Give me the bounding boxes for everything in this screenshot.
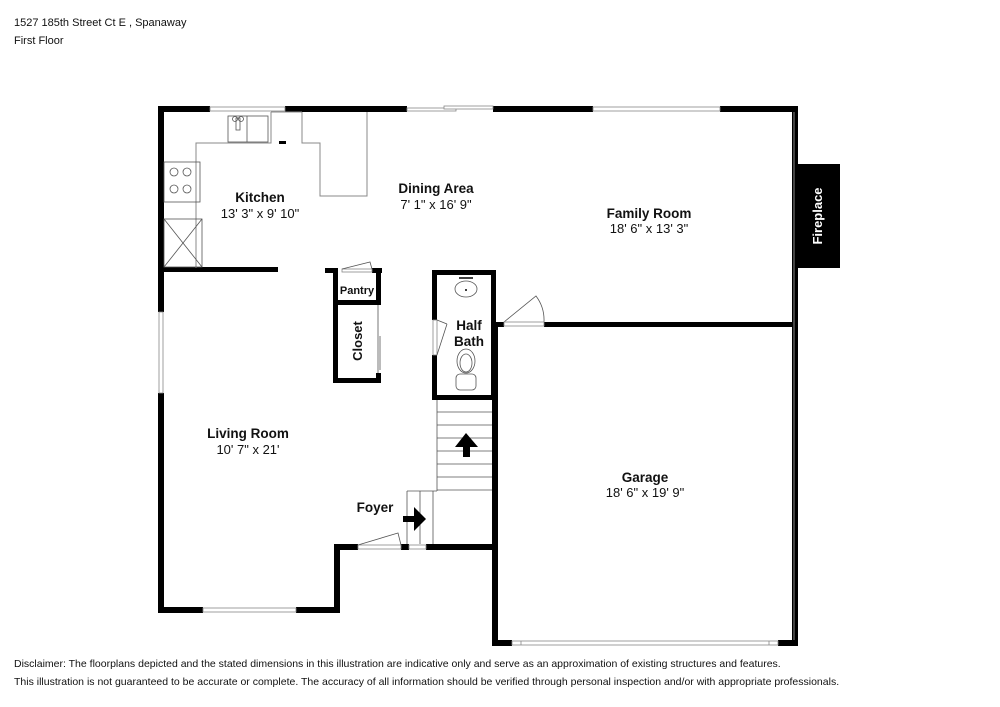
entry-arrow-icon [403, 507, 426, 531]
foyer: Foyer [357, 500, 427, 550]
kitchen-dims: 13' 3" x 9' 10" [221, 206, 300, 221]
dining-name: Dining Area [398, 181, 474, 196]
windows [158, 105, 795, 646]
pantry-label: Pantry [340, 285, 375, 297]
garage-dims: 18' 6" x 19' 9" [606, 485, 685, 500]
dining-dims: 7' 1" x 16' 9" [400, 197, 472, 212]
half-bath-line1: Half [456, 318, 482, 333]
living-name: Living Room [207, 426, 289, 441]
kitchen-fixtures: Kitchen 13' 3" x 9' 10" [158, 111, 368, 272]
dining-area: Dining Area 7' 1" x 16' 9" [398, 181, 474, 212]
family-name: Family Room [607, 206, 692, 221]
disclaimer-line-2: This illustration is not guaranteed to b… [14, 676, 840, 688]
garage: Garage 18' 6" x 19' 9" [606, 470, 685, 500]
foyer-label: Foyer [357, 500, 395, 515]
family-room: Family Room 18' 6" x 13' 3" [503, 206, 692, 327]
closet-label: Closet [350, 320, 365, 360]
stair-up-arrow-icon [455, 433, 478, 457]
half-bath: Half Bath [432, 270, 496, 400]
disclaimer-line-1: Disclaimer: The floorplans depicted and … [14, 658, 781, 670]
fireplace: Fireplace [796, 164, 840, 268]
living-room: Living Room 10' 7" x 21' [207, 426, 289, 457]
kitchen-name: Kitchen [235, 190, 285, 205]
floor-label: First Floor [14, 35, 64, 47]
pantry-closet: Pantry Closet [325, 261, 382, 383]
garage-name: Garage [622, 470, 669, 485]
half-bath-line2: Bath [454, 334, 484, 349]
property-address: 1527 185th Street Ct E , Spanaway [14, 17, 187, 29]
fireplace-label: Fireplace [810, 187, 825, 244]
family-dims: 18' 6" x 13' 3" [610, 221, 689, 236]
living-dims: 10' 7" x 21' [216, 442, 279, 457]
staircase [403, 400, 492, 544]
exterior-walls [158, 106, 798, 646]
